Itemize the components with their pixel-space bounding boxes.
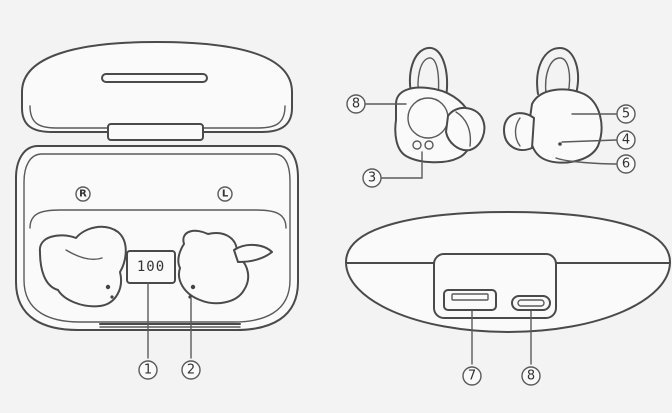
callout-7-label: 7 <box>468 369 476 384</box>
callout-6-circle <box>616 154 636 174</box>
right-mark-label: R <box>79 189 87 200</box>
callout-3-circle <box>362 168 382 188</box>
battery-display <box>126 250 176 284</box>
earbud-a-hook <box>408 46 448 99</box>
lid-top-notch <box>101 73 208 83</box>
callout-5-circle <box>616 104 636 124</box>
earbud-b-eartip-ridge <box>514 117 521 147</box>
earbud-b-body <box>528 88 603 164</box>
earbud-a-contact-1 <box>412 140 422 150</box>
callout-8-earbud-label: 8 <box>352 97 360 112</box>
left-earbud-mic-dot <box>190 284 196 290</box>
left-mark-label: L <box>222 189 229 200</box>
left-earbud-tip <box>233 244 273 263</box>
callout-8-port-label: 8 <box>527 369 535 384</box>
right-earbud-mic-dot <box>105 284 111 290</box>
leader-6 <box>555 157 617 165</box>
earbud-b-hook <box>536 47 579 95</box>
closed-case-front: 7 8 <box>345 211 671 386</box>
callout-2-circle <box>181 360 201 380</box>
hinge <box>107 123 204 141</box>
left-mark-circle <box>217 186 233 202</box>
earbud-a-contact-2 <box>424 140 434 150</box>
callout-1-circle <box>138 360 158 380</box>
leader-4 <box>561 139 617 143</box>
case-lid <box>21 41 293 133</box>
battery-display-reading: 100 <box>137 259 165 275</box>
case-base-inner <box>23 153 291 323</box>
callout-1-label: 1 <box>144 363 152 378</box>
earbud-a-eartip-ridge <box>455 111 472 147</box>
callout-8-earbud-circle <box>346 94 366 114</box>
earbud-b-eartip <box>503 112 535 151</box>
earbud-side-views: 8 3 5 4 6 <box>346 46 636 188</box>
earbud-b-hook-inner <box>544 57 571 95</box>
earbud-a-hook-inner <box>417 57 440 99</box>
right-earbud-led-dot <box>110 295 114 299</box>
callout-3-label: 3 <box>368 171 376 186</box>
open-charging-case: R L 100 1 2 <box>15 41 299 380</box>
leader-3 <box>380 151 423 179</box>
callout-4-label: 4 <box>622 133 630 148</box>
left-earbud-in-case <box>177 229 250 305</box>
callout-5-label: 5 <box>622 107 630 122</box>
right-earbud-stem <box>65 249 103 260</box>
earbud-well <box>29 209 287 229</box>
callout-4-circle <box>616 130 636 150</box>
callout-8-port-circle <box>521 366 541 386</box>
earbud-a-touch-pad <box>407 97 449 139</box>
callout-7-circle <box>462 366 482 386</box>
usb-a-port-inner <box>451 293 489 301</box>
earbud-a-eartip <box>445 107 486 152</box>
earbud-b-led-dot <box>558 142 562 146</box>
usb-c-port-inner <box>517 299 545 307</box>
right-earbud-in-case <box>38 225 127 308</box>
right-mark-circle <box>75 186 91 202</box>
callout-2-label: 2 <box>187 363 195 378</box>
callout-6-label: 6 <box>622 157 630 172</box>
